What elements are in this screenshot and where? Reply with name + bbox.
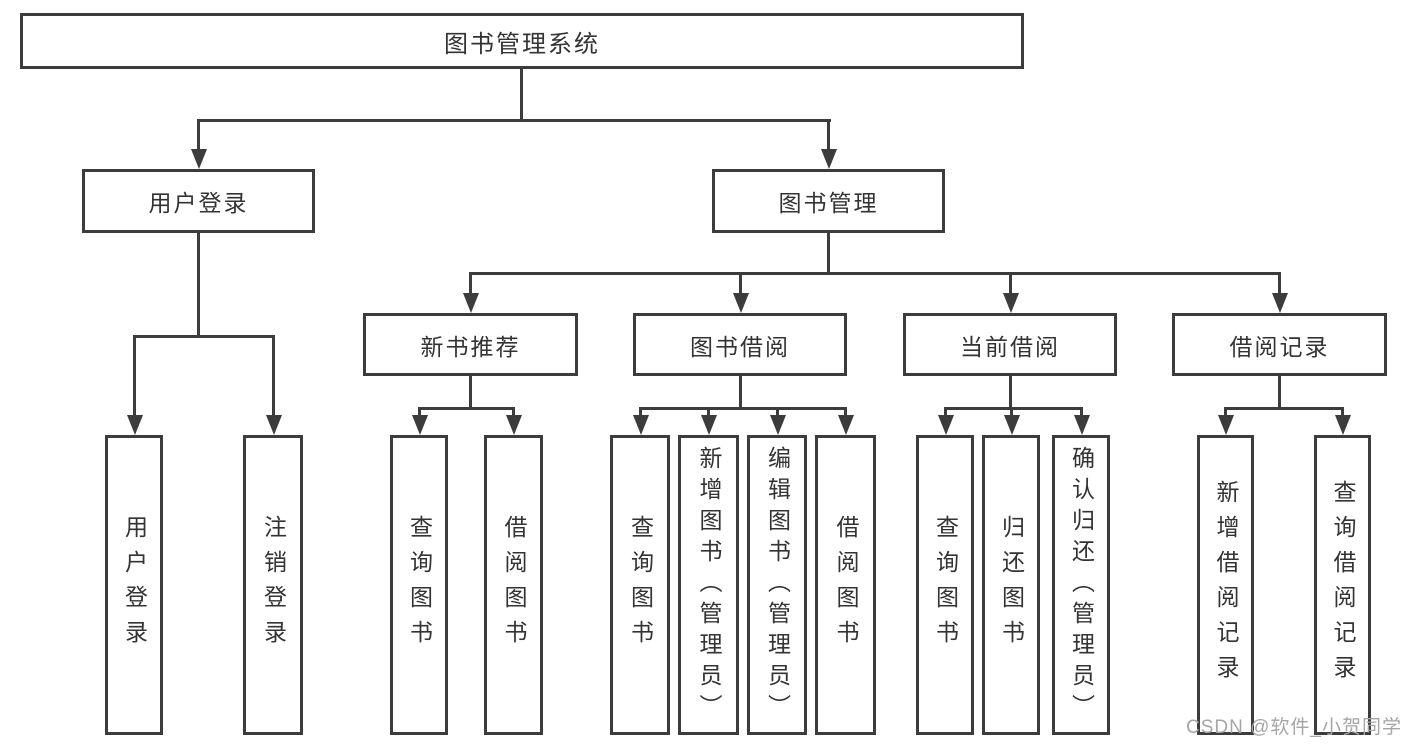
arrow-to-leaf	[1010, 407, 1013, 415]
leaf-add-borrow-record: 新增借阅记录	[1197, 435, 1254, 735]
node-label: 新书推荐	[420, 333, 521, 360]
leaf-return-books: 归还图书	[982, 435, 1040, 735]
connector-new-book-stem	[469, 376, 472, 407]
leaf-query-books-current: 查询图书	[916, 435, 974, 735]
arrow-to-leaf	[512, 407, 515, 415]
connector-current-borrow-rail	[944, 407, 1083, 410]
leaf-confirm-return-admin: 确认归还（管理员）	[1052, 435, 1110, 735]
leaf-label: 借阅图书	[501, 515, 527, 655]
leaf-label: 查询图书	[627, 515, 654, 655]
node-label: 当前借阅	[960, 333, 1060, 360]
connector-current-borrow-stem	[1009, 376, 1012, 407]
leaf-query-books-borrow: 查询图书	[610, 435, 670, 735]
arrow-to-leaf	[1341, 407, 1344, 415]
arrow-to-leaf	[707, 407, 710, 415]
node-borrowing-records: 借阅记录	[1172, 313, 1387, 376]
leaf-borrow-books: 借阅图书	[815, 435, 876, 735]
arrow-to-book-management	[827, 119, 830, 149]
connector-user-login-rail	[133, 335, 275, 338]
leaf-label: 借阅图书	[833, 515, 859, 655]
connector-book-borrow-rail	[639, 407, 847, 410]
node-library-management-system: 图书管理系统	[20, 13, 1024, 69]
node-user-login: 用户登录	[82, 169, 315, 233]
connector-book-borrow-stem	[739, 376, 742, 407]
leaf-label: 新增图书（管理员）	[696, 445, 722, 725]
arrow-to-current-borrow	[1009, 272, 1012, 293]
arrow-to-leaf	[844, 407, 847, 415]
arrow-to-leaf	[776, 407, 779, 415]
arrow-to-leaf	[1080, 407, 1083, 415]
leaf-add-books-admin: 新增图书（管理员）	[678, 435, 739, 735]
connector-root-stem	[520, 69, 523, 119]
leaf-label: 归还图书	[998, 515, 1025, 655]
node-book-management: 图书管理	[712, 169, 945, 233]
node-label: 图书管理	[778, 190, 879, 216]
leaf-label: 编辑图书（管理员）	[764, 445, 791, 725]
leaf-label: 用户登录	[121, 515, 148, 655]
connector-borrow-record-rail	[1224, 407, 1343, 410]
connector-borrow-record-stem	[1278, 376, 1281, 407]
arrow-to-leaf-user-login	[133, 335, 136, 415]
leaf-user-login: 用户登录	[105, 435, 163, 735]
node-book-borrowing: 图书借阅	[633, 313, 847, 376]
leaf-query-books-recommend: 查询图书	[390, 435, 448, 735]
connector-new-book-rail	[418, 407, 515, 410]
connector-book-mgmt-stem	[827, 233, 830, 272]
arrow-to-leaf-logout	[272, 335, 275, 415]
arrow-to-leaf	[639, 407, 642, 415]
connector-root-rail	[197, 119, 831, 122]
leaf-borrow-books-recommend: 借阅图书	[484, 435, 543, 735]
node-label: 图书管理系统	[444, 30, 600, 58]
leaf-label: 查询图书	[932, 515, 959, 655]
node-current-borrowing: 当前借阅	[903, 313, 1117, 376]
arrow-to-leaf	[944, 407, 947, 415]
leaf-label: 查询图书	[406, 515, 433, 655]
leaf-query-borrow-record: 查询借阅记录	[1314, 435, 1371, 735]
connector-book-mgmt-rail	[469, 272, 1281, 275]
leaf-label: 新增借阅记录	[1213, 480, 1239, 690]
connector-user-login-stem	[197, 233, 200, 335]
arrow-to-new-book	[469, 272, 472, 293]
node-label: 借阅记录	[1229, 333, 1330, 360]
node-label: 用户登录	[148, 190, 249, 216]
csdn-watermark: CSDN @软件_小贺同学	[1186, 717, 1402, 738]
arrow-to-user-login	[197, 119, 200, 149]
leaf-logout: 注销登录	[243, 435, 303, 735]
node-new-book-recommend: 新书推荐	[363, 313, 578, 376]
node-label: 图书借阅	[690, 333, 790, 360]
leaf-label: 确认归还（管理员）	[1068, 445, 1095, 725]
arrow-to-borrow-record	[1278, 272, 1281, 293]
leaf-label: 查询借阅记录	[1330, 480, 1356, 690]
leaf-label: 注销登录	[260, 515, 287, 655]
arrow-to-leaf	[418, 407, 421, 415]
arrow-to-book-borrow	[739, 272, 742, 293]
leaf-edit-books-admin: 编辑图书（管理员）	[747, 435, 807, 735]
arrow-to-leaf	[1224, 407, 1227, 415]
